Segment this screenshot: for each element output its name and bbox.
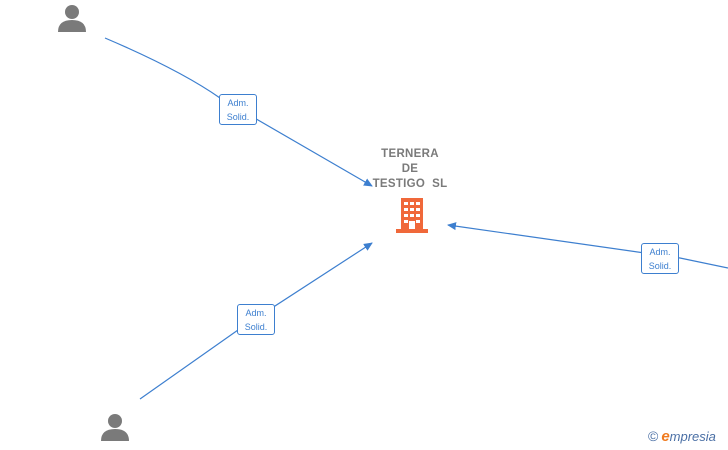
person-icon[interactable] (56, 2, 88, 34)
edge-label-line: Adm. (649, 247, 671, 257)
edge-label-line: Adm. (245, 308, 267, 318)
edge-label-line: Solid. (226, 112, 250, 122)
company-name[interactable]: TERNERA DE TESTIGO SL (350, 147, 470, 192)
edge-label-line: Adm. (227, 98, 249, 108)
edge-label-role[interactable]: Adm. Solid. (219, 94, 257, 125)
company-name-line: DE (401, 163, 419, 175)
company-name-line: TESTIGO SL (372, 178, 448, 190)
brand-logo-initial: e (661, 428, 670, 445)
edge-label-role[interactable]: Adm. Solid. (237, 304, 275, 335)
brand-name: mpresia (669, 429, 716, 444)
watermark: ©empresia (648, 428, 716, 448)
copyright-icon: © (648, 428, 659, 444)
building-icon[interactable] (395, 196, 429, 234)
company-name-line: TERNERA (381, 148, 439, 160)
edge-line (104, 37, 373, 187)
edge-label-line: Solid. (648, 261, 672, 271)
person-icon[interactable] (99, 411, 131, 443)
edge-line (447, 222, 728, 269)
edge-label-role[interactable]: Adm. Solid. (641, 243, 679, 274)
edge-label-line: Solid. (244, 322, 268, 332)
